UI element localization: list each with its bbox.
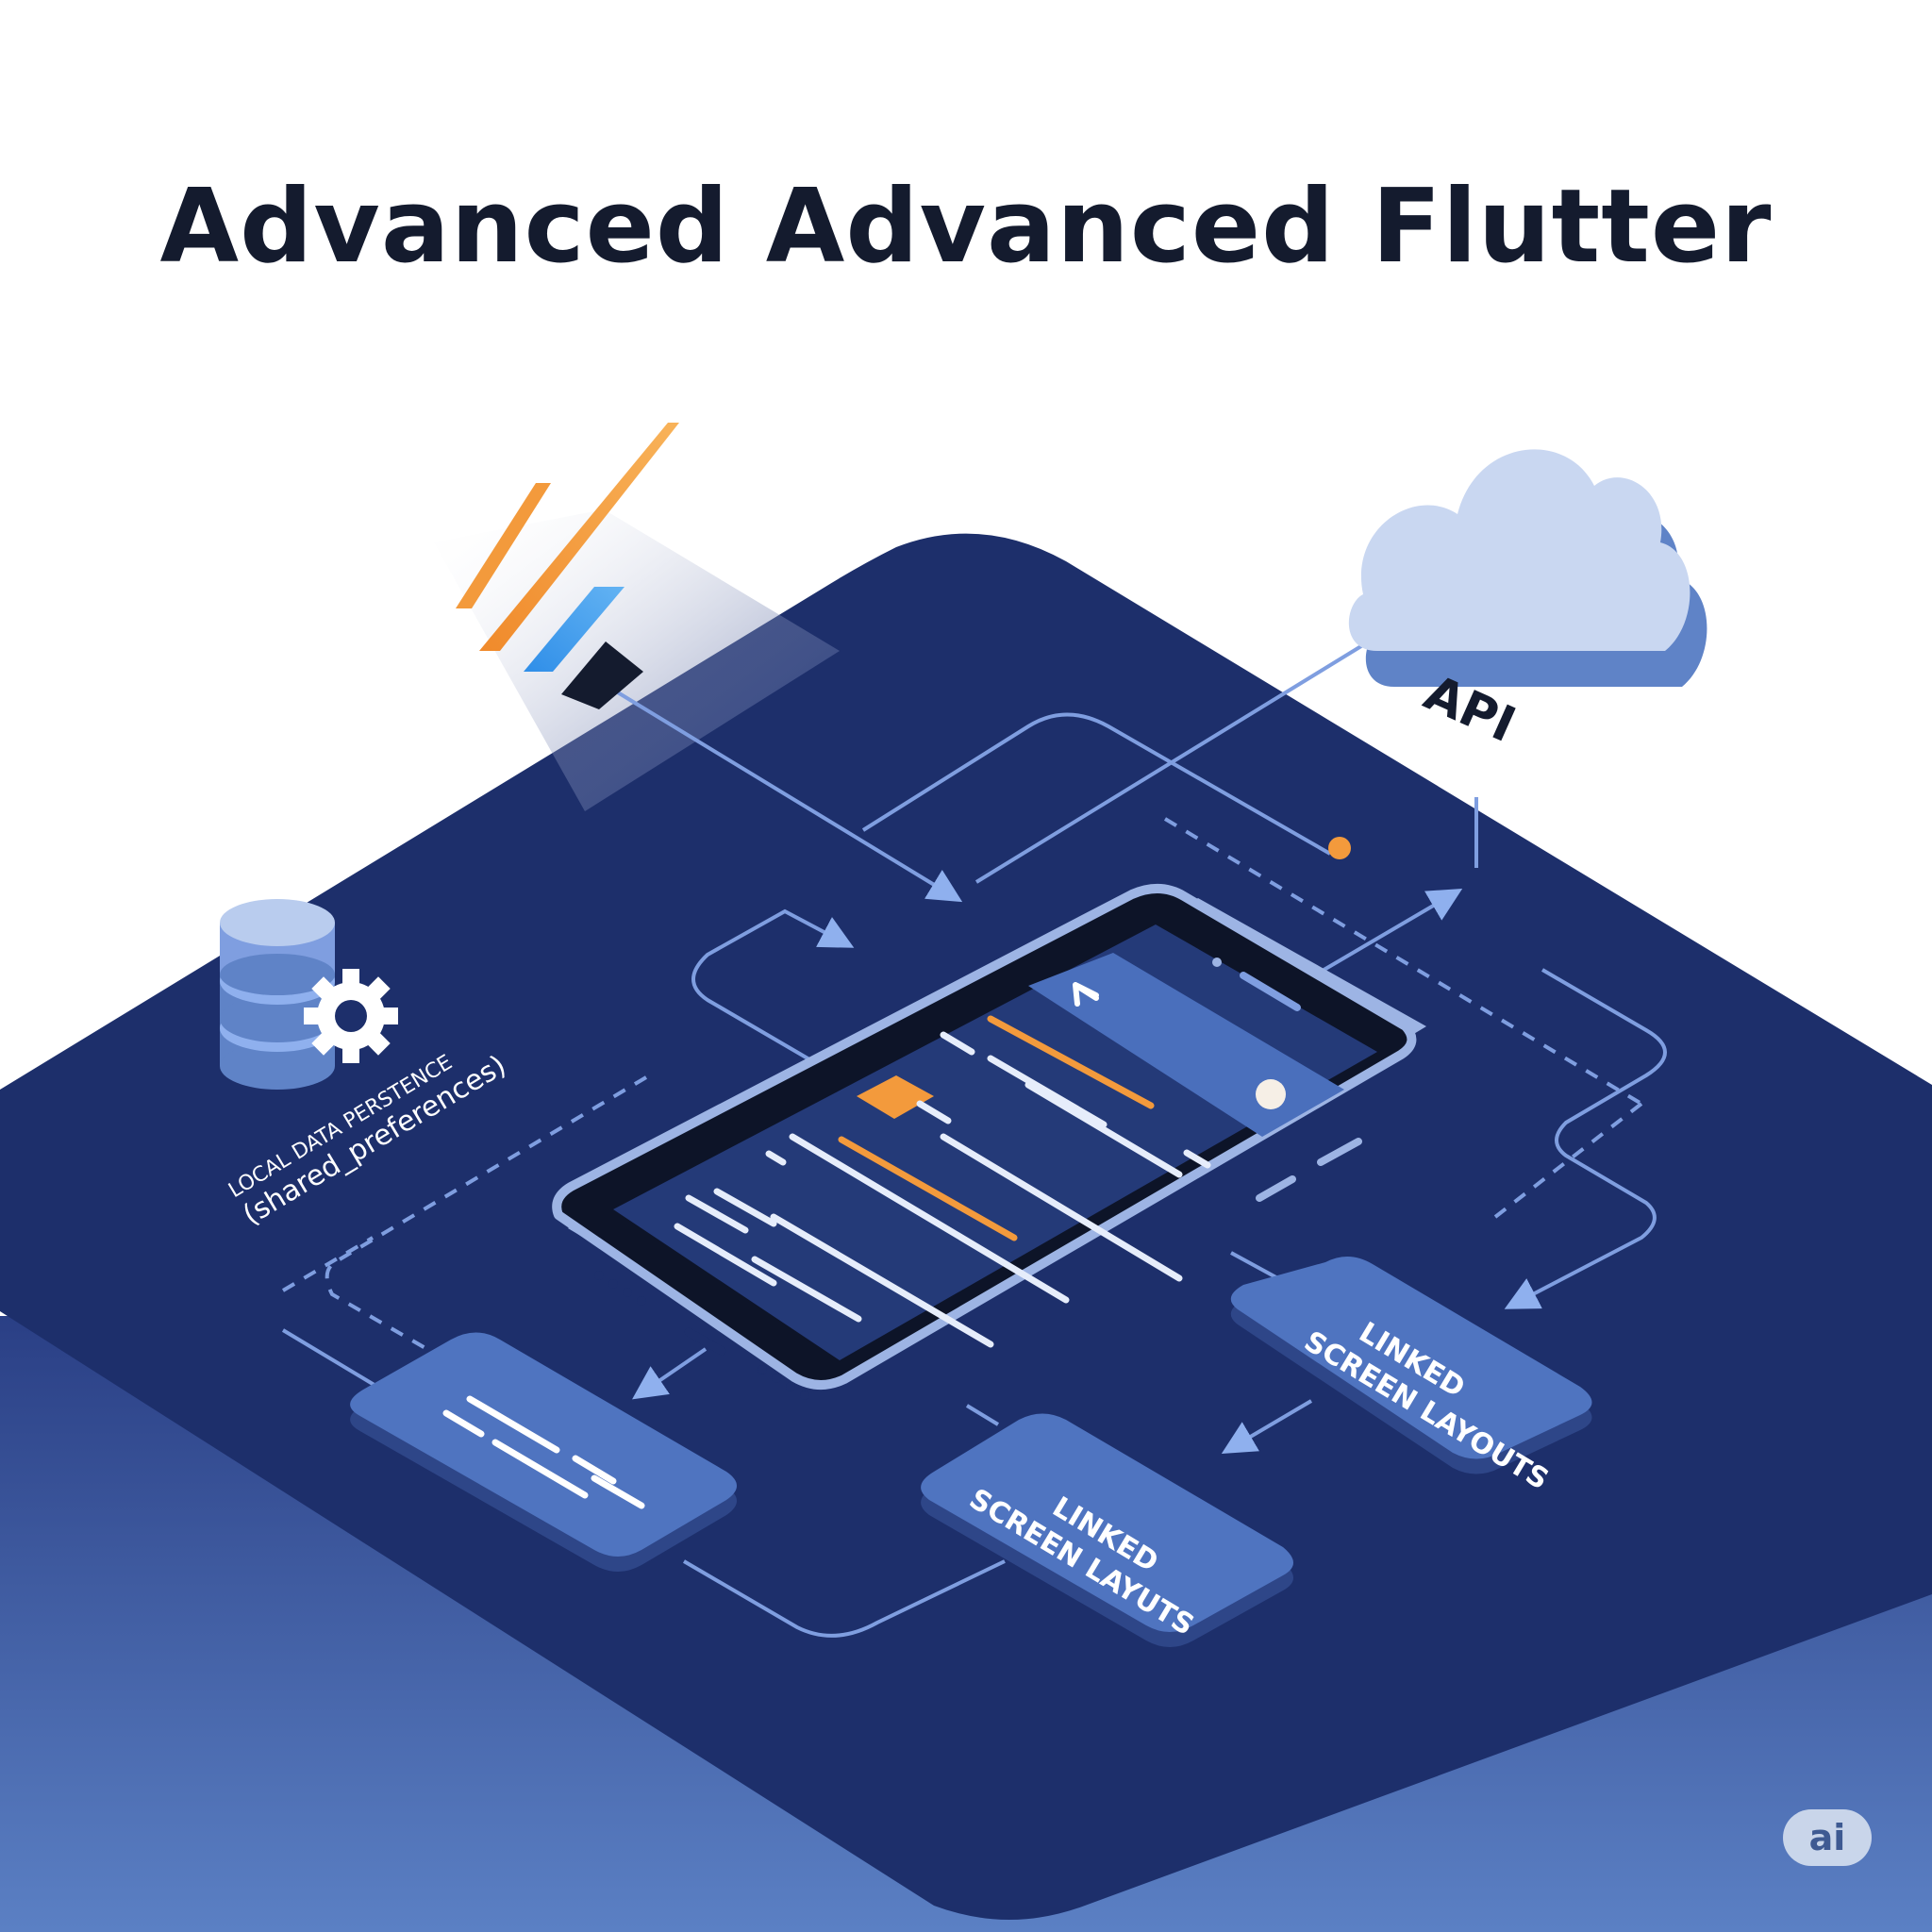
- persistence-dashed-line: [325, 1075, 648, 1360]
- right-loop-connector: [1504, 968, 1667, 1309]
- api-to-phone-arrow: [974, 611, 1417, 884]
- upper-left-dashed-line: [281, 1236, 375, 1292]
- card-right-to-card-bottom-arrow: [1221, 1399, 1313, 1455]
- right-dashed-line: [1163, 817, 1643, 1106]
- phone-to-api-arrow: [1319, 888, 1463, 974]
- phone-to-card-left-arrow: [632, 1347, 708, 1400]
- phone-to-card-bottom-line: [965, 1404, 1000, 1426]
- smartphone-icon: [552, 884, 1426, 1400]
- back-arrow-icon: [1073, 982, 1099, 1007]
- page-title: Advanced Advanced Flutter: [159, 168, 1773, 286]
- phone-content-thumbnail: [857, 1075, 934, 1119]
- top-loop-connector: [861, 712, 1331, 856]
- card-left: [350, 1332, 737, 1572]
- right-lower-dashed-line: [1493, 1102, 1643, 1219]
- phone-content-lines: [674, 1031, 1211, 1348]
- flutter-logo-icon: [456, 423, 679, 709]
- left-loop-arrow: [691, 908, 855, 1068]
- database-icon: [220, 899, 335, 1090]
- gear-icon: [304, 969, 398, 1063]
- phone-port: [684, 1327, 726, 1356]
- connection-dot: [1328, 837, 1351, 859]
- app-bar-avatar: [1256, 1079, 1286, 1109]
- bottom-loop-connector: [682, 1559, 1006, 1638]
- phone-highlight-lines: [838, 1015, 1155, 1241]
- phone-speaker-dots: [594, 1271, 809, 1400]
- cloud-icon: [1348, 449, 1707, 687]
- left-board-line: [281, 1328, 379, 1389]
- ai-badge: ai: [1783, 1809, 1872, 1866]
- connector-lines: [281, 611, 1667, 1638]
- flutter-to-phone-arrow: [602, 682, 963, 903]
- card-left-content-lines: [442, 1395, 645, 1509]
- phone-side-buttons: [1256, 1138, 1362, 1202]
